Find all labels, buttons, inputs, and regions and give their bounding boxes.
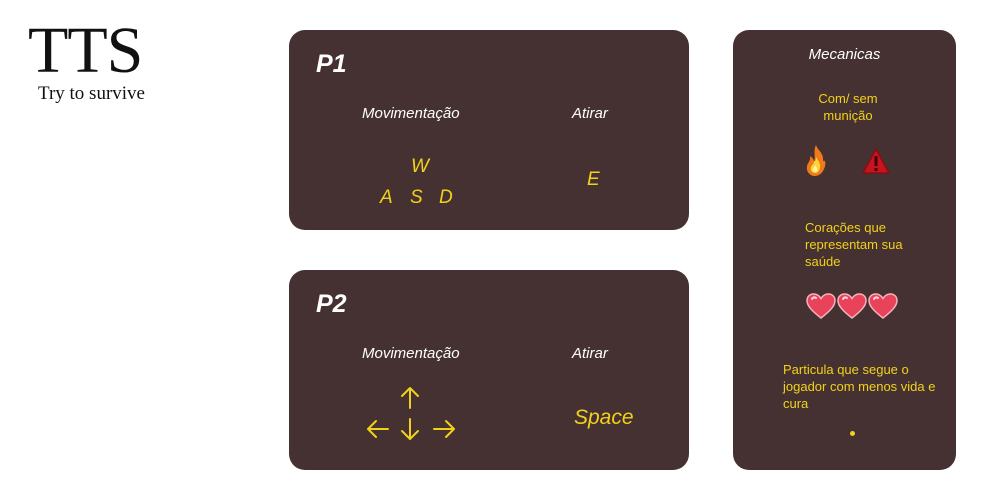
warning-icon	[861, 147, 891, 175]
p2-controls-panel: P2 Movimentação Atirar Space	[289, 270, 689, 470]
hearts-row	[805, 292, 901, 320]
logo-title: TTS	[28, 14, 143, 87]
logo-subtitle: Try to survive	[38, 83, 145, 104]
arrow-left-icon	[365, 416, 391, 442]
p1-shoot-key: E	[587, 169, 600, 190]
particle-dot	[850, 431, 855, 436]
flame-icon	[803, 143, 829, 177]
p1-key-up: W	[411, 156, 429, 177]
mechanics-title: Mecanicas	[808, 46, 881, 63]
arrow-down-icon	[397, 416, 423, 442]
p1-controls-panel: P1 Movimentação Atirar W A S D E	[289, 30, 689, 230]
p2-label: P2	[316, 290, 347, 318]
p1-label: P1	[316, 50, 347, 78]
p1-key-right: D	[439, 187, 453, 208]
p2-movement-heading: Movimentação	[362, 345, 460, 362]
mechanics-panel: Mecanicas Com/ sem munição Corações que …	[733, 30, 956, 470]
p1-key-left: A	[380, 187, 393, 208]
p1-movement-heading: Movimentação	[362, 105, 460, 122]
heart-icon	[805, 292, 837, 320]
p1-shoot-heading: Atirar	[572, 105, 608, 122]
heart-icon	[867, 292, 899, 320]
hearts-description: Corações que representam sua saúde	[805, 220, 903, 269]
logo: TTS Try to survive	[28, 18, 145, 104]
p1-key-down: S	[410, 187, 423, 208]
p2-shoot-heading: Atirar	[572, 345, 608, 362]
arrow-right-icon	[431, 416, 457, 442]
p2-shoot-key: Space	[574, 406, 634, 429]
particle-description: Particula que segue o jogador com menos …	[783, 362, 936, 411]
heart-icon	[836, 292, 868, 320]
ammo-description: Com/ sem munição	[818, 91, 878, 123]
arrow-up-icon	[397, 385, 423, 411]
